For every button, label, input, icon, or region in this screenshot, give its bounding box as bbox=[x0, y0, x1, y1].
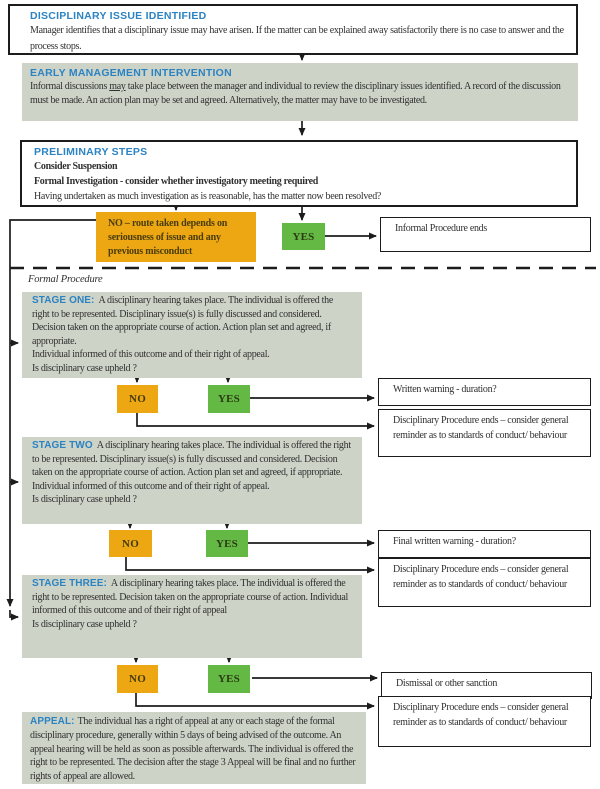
stage-two-yes-box: YES bbox=[206, 530, 248, 557]
consider-suspension-line: Consider Suspension bbox=[34, 161, 118, 172]
stage-two-question: Is disciplinary case upheld ? bbox=[32, 494, 137, 506]
preliminary-steps-title: PRELIMINARY STEPS bbox=[34, 146, 148, 158]
appeal-label: APPEAL: bbox=[30, 716, 75, 727]
stage-one-question: Is disciplinary case upheld ? bbox=[32, 362, 137, 374]
gate-no-box: NO – route taken depends on seriousness … bbox=[96, 212, 256, 262]
stage-one-body2: Individual informed of this outcome and … bbox=[32, 349, 270, 361]
informal-procedure-ends-box: Informal Procedure ends bbox=[380, 217, 591, 252]
issue-identified-box: DISCIPLINARY ISSUE IDENTIFIED Manager id… bbox=[8, 4, 578, 55]
procedure-ends-box-2: Disciplinary Procedure ends – consider g… bbox=[378, 558, 591, 607]
stage-three-body: A disciplinary hearing takes place. The … bbox=[32, 578, 349, 617]
stage-three-box: STAGE THREE:A disciplinary hearing takes… bbox=[22, 575, 362, 658]
stage-one-box: STAGE ONE:A disciplinary hearing takes p… bbox=[22, 292, 362, 378]
stage-two-label: STAGE TWO bbox=[32, 440, 93, 451]
stage-one-body: A disciplinary hearing takes place. The … bbox=[32, 295, 333, 347]
stage-one-label: STAGE ONE: bbox=[32, 295, 95, 306]
dismissal-box: Dismissal or other sanction bbox=[381, 672, 592, 699]
final-written-warning-box: Final written warning - duration? bbox=[378, 530, 591, 558]
issue-identified-body: Manager identifies that a disciplinary i… bbox=[30, 25, 564, 52]
early-intervention-box: EARLY MANAGEMENT INTERVENTION Informal d… bbox=[22, 63, 578, 121]
formal-investigation-line: Formal Investigation - consider whether … bbox=[34, 176, 319, 188]
stage-three-question: Is disciplinary case upheld ? bbox=[32, 618, 137, 630]
formal-procedure-label: Formal Procedure bbox=[28, 274, 103, 285]
stage-two-body: A disciplinary hearing takes place. The … bbox=[32, 440, 351, 492]
early-intervention-title: EARLY MANAGEMENT INTERVENTION bbox=[30, 67, 232, 79]
stage-three-no-box: NO bbox=[117, 665, 158, 693]
procedure-ends-box-3: Disciplinary Procedure ends – consider g… bbox=[378, 696, 591, 747]
early-intervention-body: Informal discussions may take place betw… bbox=[30, 81, 561, 106]
appeal-box: APPEAL:The individual has a right of app… bbox=[22, 712, 366, 784]
issue-identified-title: DISCIPLINARY ISSUE IDENTIFIED bbox=[30, 10, 207, 22]
appeal-body: The individual has a right of appeal at … bbox=[30, 716, 356, 783]
procedure-ends-box-1: Disciplinary Procedure ends – consider g… bbox=[378, 409, 591, 457]
preliminary-steps-box: PRELIMINARY STEPS Consider Suspension Fo… bbox=[20, 140, 578, 207]
stage-three-label: STAGE THREE: bbox=[32, 578, 107, 589]
written-warning-box: Written warning - duration? bbox=[378, 378, 591, 406]
preliminary-question: Having undertaken as much investigation … bbox=[34, 191, 382, 203]
gate-yes-box: YES bbox=[282, 223, 325, 250]
stage-one-no-box: NO bbox=[117, 385, 158, 413]
stage-one-yes-box: YES bbox=[208, 385, 250, 413]
stage-two-no-box: NO bbox=[109, 530, 152, 557]
stage-three-yes-box: YES bbox=[208, 665, 250, 693]
